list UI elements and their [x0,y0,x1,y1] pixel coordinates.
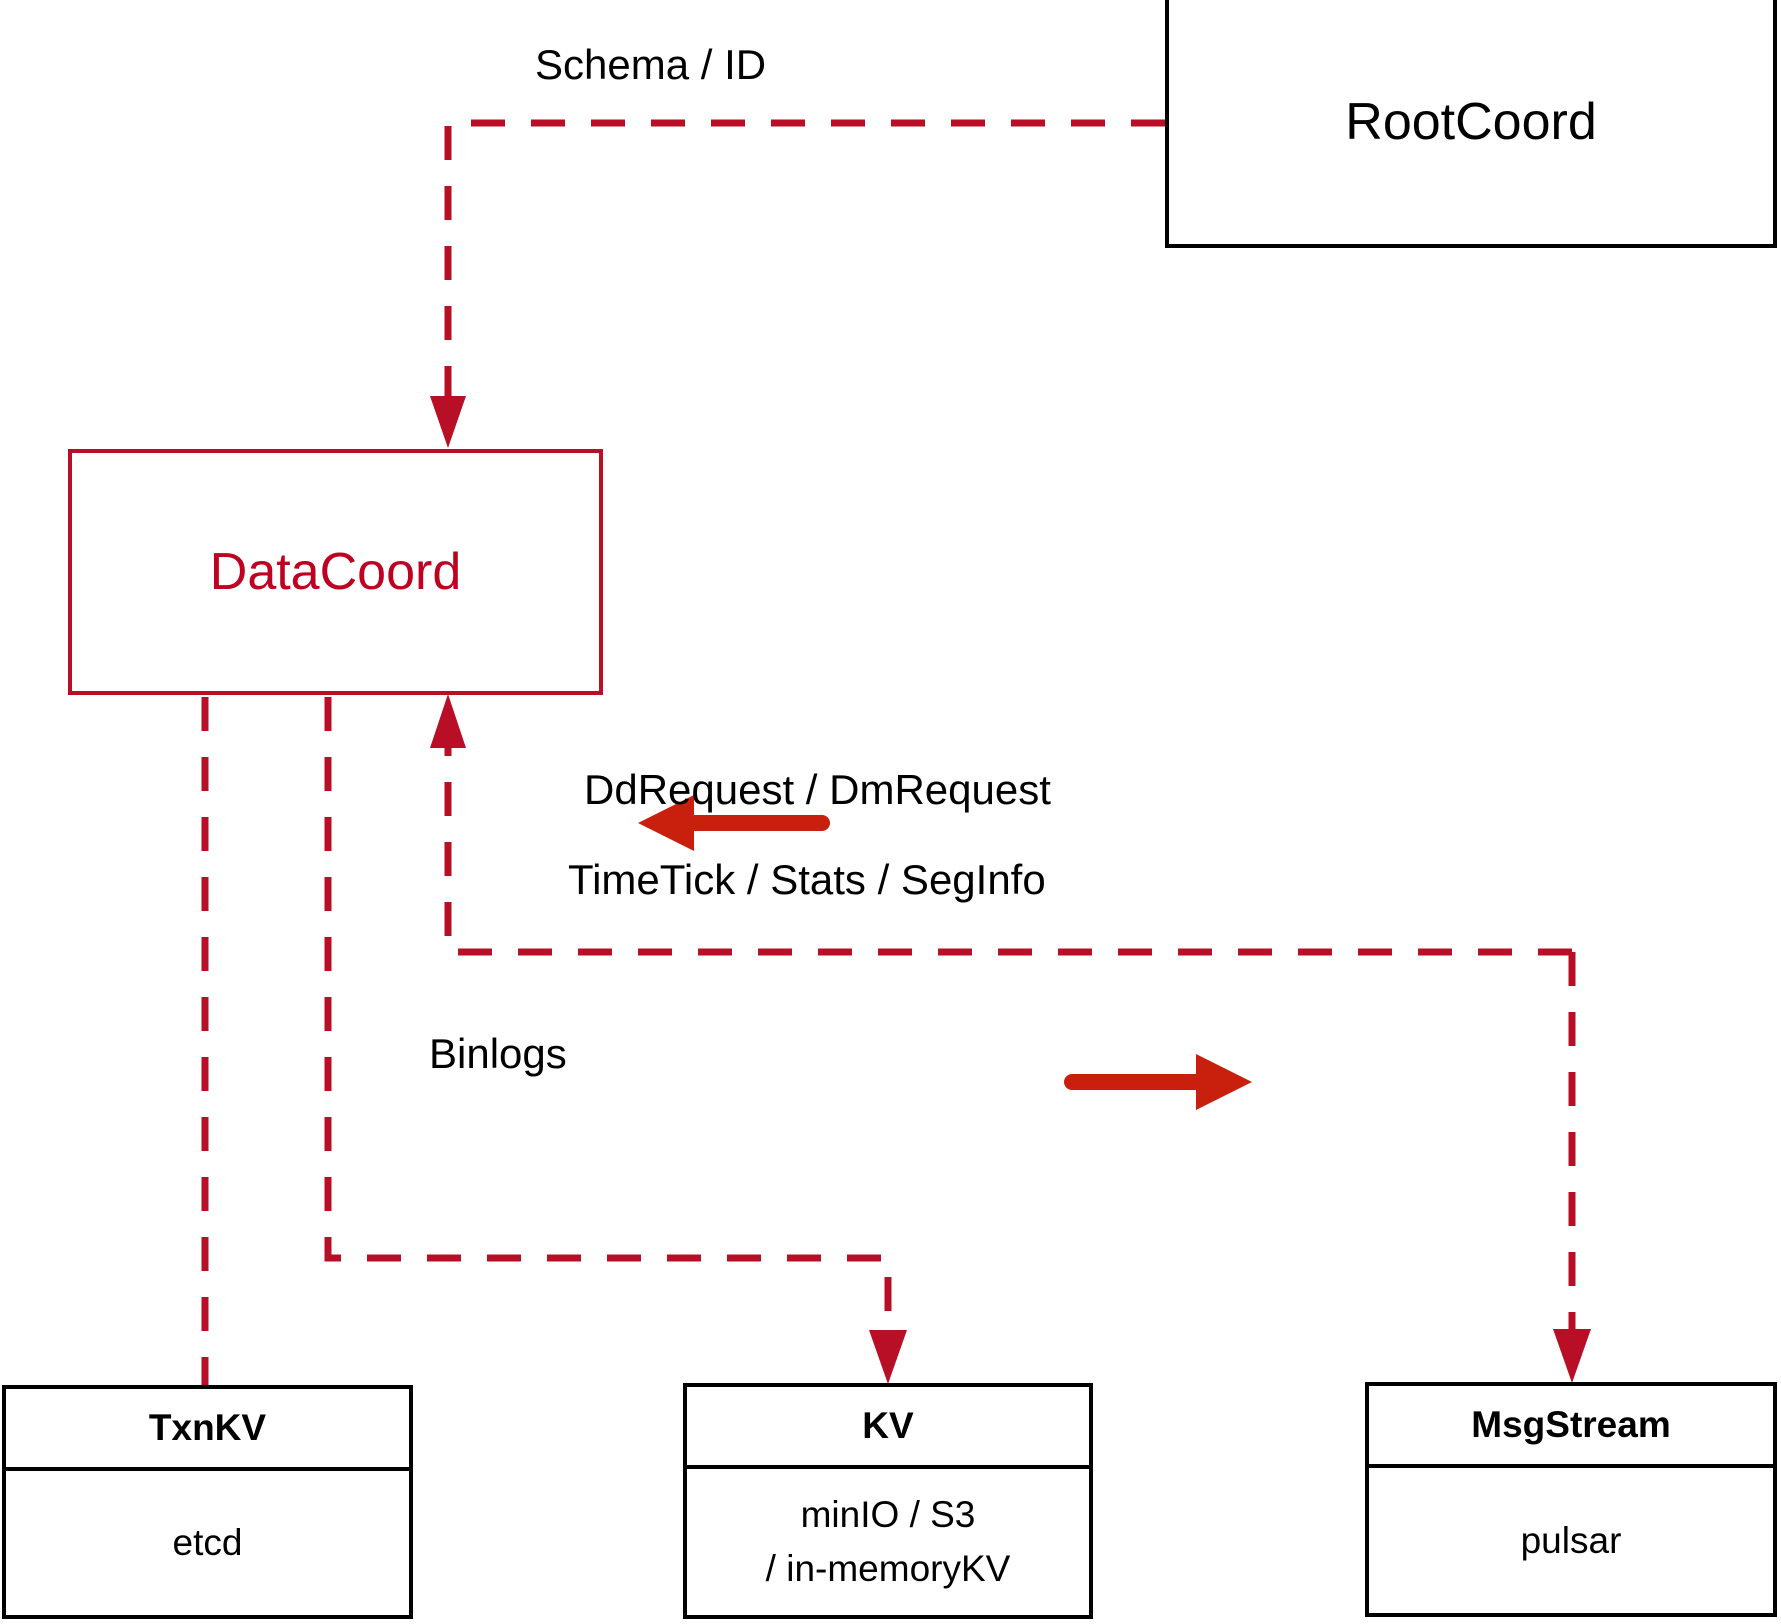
node-txnkv-body: etcd [6,1471,409,1615]
node-kv-impl-2: / in-memoryKV [765,1548,1011,1589]
node-kv-impl-1: minIO / S3 [800,1494,976,1536]
flow-arrow-outbound [1064,1054,1252,1110]
node-msgstream-body: pulsar [1369,1468,1773,1613]
edge-label-schema-id: Schema / ID [535,41,767,88]
flow-arrow-inbound [638,795,830,851]
node-datacoord[interactable]: DataCoord [68,449,603,695]
node-msgstream-title: MsgStream [1369,1386,1773,1468]
node-txnkv-title: TxnKV [6,1389,409,1471]
node-txnkv[interactable]: TxnKV etcd [2,1385,413,1619]
node-kv-body: minIO / S3 / in-memoryKV [687,1469,1089,1615]
connector-msgstream-to-datacoord [430,694,1572,956]
node-kv[interactable]: KV minIO / S3 / in-memoryKV [683,1383,1093,1619]
connector-rootcoord-to-datacoord [430,119,1165,448]
node-rootcoord-title: RootCoord [1345,93,1597,151]
node-datacoord-title: DataCoord [209,543,462,601]
arrowhead-down-datacoord [430,396,466,448]
edge-label-timetick-stats-seginfo: TimeTick / Stats / SegInfo [568,856,1046,903]
arrowhead-up-datacoord [430,694,466,748]
node-msgstream[interactable]: MsgStream pulsar [1365,1382,1777,1617]
edge-label-dd-dm-request: DdRequest / DmRequest [584,766,1051,813]
arrowhead-down-msgstream [1553,1329,1591,1383]
node-msgstream-impl: pulsar [1520,1519,1622,1561]
node-txnkv-impl: etcd [172,1522,243,1564]
node-rootcoord[interactable]: RootCoord [1165,0,1777,248]
arrowhead-down-kv [869,1330,907,1384]
edge-label-binlogs: Binlogs [429,1030,567,1077]
connector-datacoord-to-kv [324,697,907,1384]
node-kv-title: KV [687,1387,1089,1469]
connector-datacoord-to-msgstream [1553,952,1591,1383]
